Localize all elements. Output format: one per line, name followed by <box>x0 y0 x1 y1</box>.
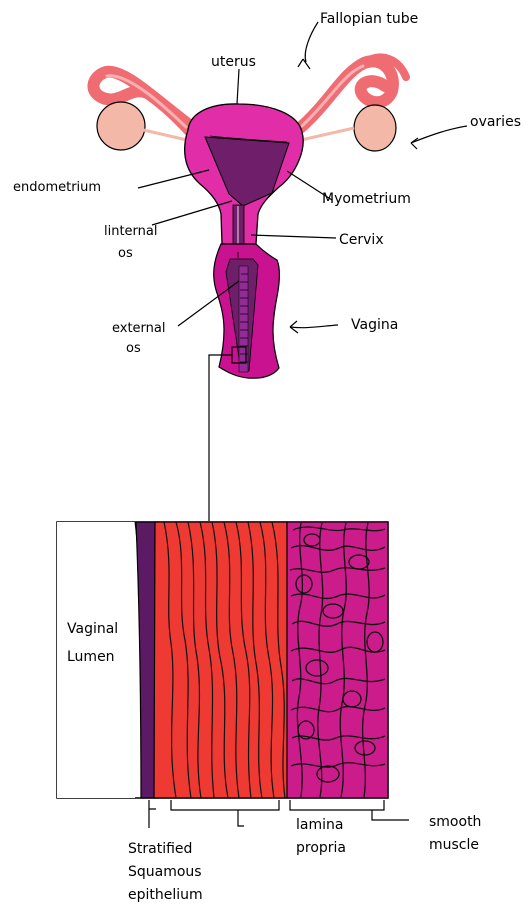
histology-brackets <box>149 800 409 828</box>
lamina-propria-region <box>154 522 289 798</box>
vagina-label: Vagina <box>351 317 398 333</box>
uterus-illustration <box>185 104 303 258</box>
myometrium-label: Myometrium <box>322 191 411 207</box>
uterus-label: uterus <box>211 54 256 70</box>
stratified-label-line1: Stratified <box>128 841 192 857</box>
anatomy-callout-lines <box>138 22 467 521</box>
smooth-muscle-region <box>287 522 388 798</box>
smooth-muscle-label-line1: smooth <box>429 814 481 830</box>
lamina-propria-label-line2: propria <box>296 840 346 856</box>
fallopian-tube-label: Fallopian tube <box>320 11 418 27</box>
internal-os-label-line2: os <box>118 246 133 261</box>
stratified-label-line3: epithelium <box>128 887 203 903</box>
vaginal-lumen-label-line2: Lumen <box>67 649 115 665</box>
cervix-label: Cervix <box>339 232 384 248</box>
external-os-label-line1: external <box>112 321 166 336</box>
smooth-muscle-label-line2: muscle <box>429 837 479 853</box>
internal-os-label-line1: linternal <box>104 224 158 239</box>
external-os-label-line2: os <box>126 341 141 356</box>
lamina-propria-label-line1: lamina <box>296 817 343 833</box>
vagina-illustration <box>214 244 280 378</box>
histology-section <box>57 522 409 828</box>
vaginal-lumen-label-line1: Vaginal <box>67 621 118 637</box>
stratified-label-line2: Squamous <box>128 864 202 880</box>
endometrium-label: endometrium <box>13 180 101 195</box>
ovaries-label: ovaries <box>470 114 521 130</box>
